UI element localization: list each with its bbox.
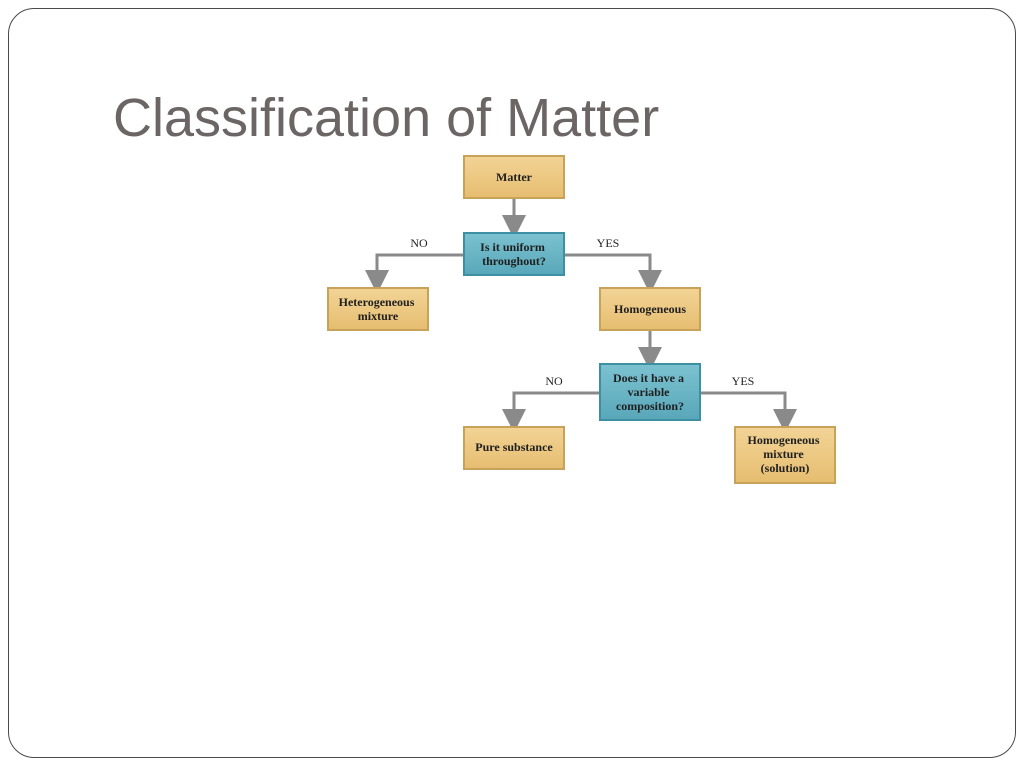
svg-text:Is it uniform througho: Is it uniform throughout? (480, 240, 548, 268)
branch-label-no: NO (410, 236, 428, 250)
branch-label-yes: YES (732, 374, 755, 388)
node-homogeneous-mixture: Homogeneous mixture (solution) (734, 426, 836, 484)
svg-text:Homogeneous mixture: Homogeneous mixture (solution) (748, 433, 823, 475)
connector-composition-yes (699, 391, 797, 433)
node-label: Homogeneous (748, 433, 820, 447)
node-label: Heterogeneous (339, 295, 415, 309)
node-label: mixture (358, 309, 399, 323)
svg-text:Matter: Matter (496, 170, 533, 184)
node-homogeneous: Homogeneous (599, 287, 701, 331)
node-uniform-question: Is it uniform throughout? (463, 232, 565, 276)
connector-composition-no (502, 391, 600, 433)
slide: Classification of Matter NO (8, 8, 1016, 758)
node-heterogeneous-mixture: Heterogeneous mixture (327, 287, 429, 331)
svg-text:Heterogeneous mixture: Heterogeneous mixture (339, 295, 418, 323)
svg-text:Pure substance: Pure substance (475, 440, 553, 454)
connector-uniform-no (365, 253, 464, 294)
connectors (365, 199, 797, 433)
node-label: variable (628, 385, 671, 399)
node-label: mixture (763, 447, 804, 461)
branch-label-no: NO (545, 374, 563, 388)
node-label: Matter (496, 170, 533, 184)
branch-label-yes: YES (597, 236, 620, 250)
node-label: throughout? (482, 254, 546, 268)
node-composition-question: Does it have a variable composition? (599, 363, 701, 421)
node-label: Does it have a (613, 371, 684, 385)
classification-flowchart: NO YES NO YES Matter Is it uniform throu… (327, 155, 836, 484)
node-label: (solution) (761, 461, 810, 475)
node-label: Homogeneous (614, 302, 686, 316)
svg-text:Does it have a variabl: Does it have a variable composition? (613, 371, 687, 413)
svg-text:Homogeneous: Homogeneous (614, 302, 686, 316)
node-label: Pure substance (475, 440, 553, 454)
node-matter: Matter (463, 155, 565, 199)
connector-uniform-yes (564, 253, 662, 294)
node-label: Is it uniform (480, 240, 545, 254)
node-pure-substance: Pure substance (463, 426, 565, 470)
node-label: composition? (616, 399, 684, 413)
slide-title: Classification of Matter (113, 88, 660, 148)
